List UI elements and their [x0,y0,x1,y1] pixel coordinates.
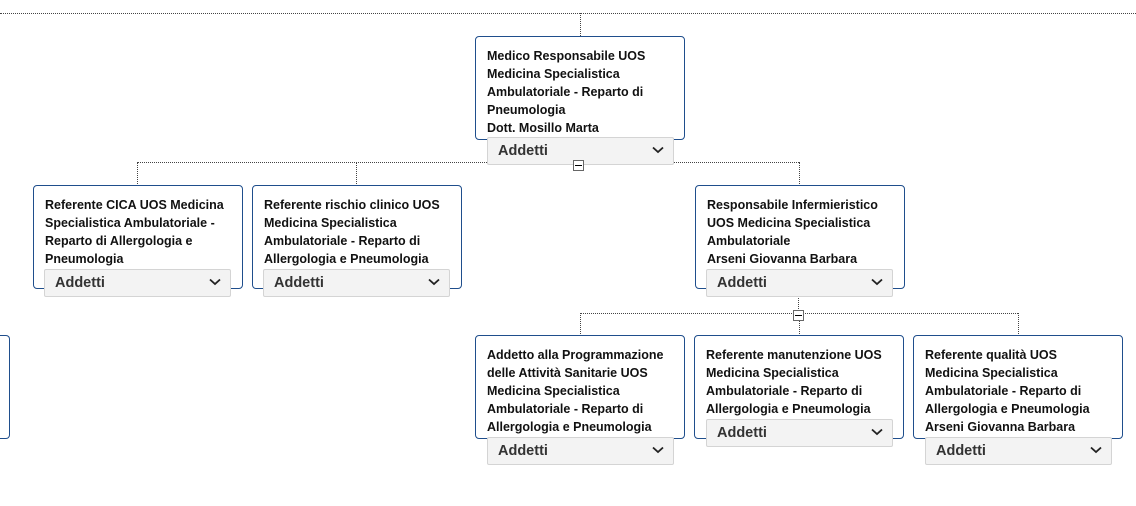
chevron-down-icon [209,278,221,286]
node-line: Referente CICA UOS Medicina [45,198,224,212]
chevron-down-icon [652,446,664,454]
level1-connector-line [137,162,799,163]
node-line: UOS Medicina Specialistica [707,216,871,230]
node-line: Ambulatoriale - Reparto di [487,85,644,99]
node-line: Addetto alla Programmazione [487,348,664,362]
node-line: Specialistica Ambulatoriale - [45,216,215,230]
node-line: Ambulatoriale - Reparto di [264,234,421,248]
dropdown-label: Addetti [717,275,767,291]
node-referente-qualita[interactable]: Referente qualità UOS Medicina Specialis… [913,335,1123,439]
chevron-down-icon [652,146,664,154]
node-line: Medicina Specialistica [706,366,839,380]
dropdown-label: Addetti [498,443,548,459]
chevron-down-icon [871,278,883,286]
chevron-down-icon [428,278,440,286]
node-line: Responsabile Infermieristico [707,198,878,212]
top-connector-line [0,13,1136,14]
node-line: Referente manutenzione UOS [706,348,882,362]
node-line: Allergologia e Pneumologia [925,402,1090,416]
node-line: delle Attività Sanitarie UOS [487,366,648,380]
addetti-dropdown-cica[interactable]: Addetti [44,269,231,297]
dropdown-label: Addetti [717,425,767,441]
chevron-down-icon [871,428,883,436]
programmazione-connector [580,313,581,336]
node-line: Pneumologia [487,103,566,117]
node-addetto-programmazione[interactable]: Addetto alla Programmazione delle Attivi… [475,335,685,439]
node-line: Medicina Specialistica [264,216,397,230]
infermieristico-connector [799,162,800,186]
addetti-dropdown-rischio[interactable]: Addetti [263,269,450,297]
node-line: Ambulatoriale - Reparto di [706,384,863,398]
collapse-toggle-icon[interactable] [793,310,804,321]
node-root-medico-responsabile[interactable]: Medico Responsabile UOS Medicina Special… [475,36,685,140]
dropdown-label: Addetti [498,143,548,159]
addetti-dropdown-manutenzione[interactable]: Addetti [706,419,893,447]
node-line: Medicina Specialistica [487,384,620,398]
node-line: Referente rischio clinico UOS [264,198,440,212]
node-line: Medico Responsabile UOS [487,49,646,63]
dropdown-label: Addetti [274,275,324,291]
qualita-connector [1018,313,1019,336]
node-line: Ambulatoriale [707,234,791,248]
dropdown-label: Addetti [55,275,105,291]
node-line: Medicina Specialistica [925,366,1058,380]
node-line: Allergologia e Pneumologia [706,402,871,416]
addetti-dropdown-qualita[interactable]: Addetti [925,437,1112,465]
node-line: Arseni Giovanna Barbara [707,252,858,266]
node-line: Referente qualità UOS [925,348,1057,362]
manutenzione-connector [799,313,800,336]
collapse-toggle-icon[interactable] [573,160,584,171]
chevron-down-icon [1090,446,1102,454]
node-line: Allergologia e Pneumologia [487,420,652,434]
node-line: Allergologia e Pneumologia [264,252,429,266]
rischio-connector [356,162,357,186]
partial-node-left[interactable] [0,335,10,439]
node-line: Arseni Giovanna Barbara [925,420,1076,434]
addetti-dropdown-programmazione[interactable]: Addetti [487,437,674,465]
node-line: Dott. Mosillo Marta [487,121,599,135]
cica-connector [137,162,138,186]
node-line: Ambulatoriale - Reparto di [487,402,644,416]
node-line: Pneumologia [45,252,124,266]
node-line: Ambulatoriale - Reparto di [925,384,1082,398]
node-line: Reparto di Allergologia e [45,234,193,248]
infermieristico-down-connector [798,290,799,313]
root-up-connector [580,13,581,36]
dropdown-label: Addetti [936,443,986,459]
addetti-dropdown-infermieristico[interactable]: Addetti [706,269,893,297]
node-line: Medicina Specialistica [487,67,620,81]
